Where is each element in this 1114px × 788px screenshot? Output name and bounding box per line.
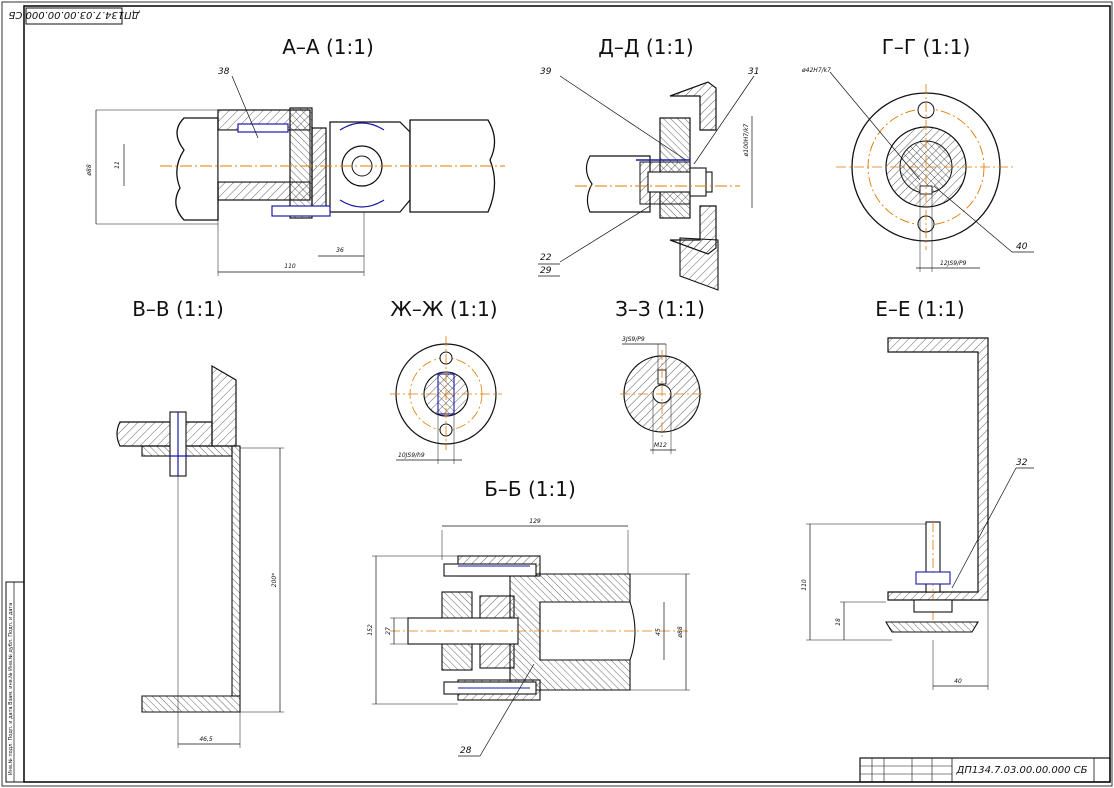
bb-dim-5: 27	[385, 627, 392, 635]
section-gg-title: Г–Г (1:1)	[882, 35, 971, 59]
bb-dim-2: ø88	[677, 626, 684, 638]
code-stamp-text: ДП134.7.03.00.00.000 СБ	[8, 9, 140, 20]
gg-dim-1: ø42H7/k7	[801, 67, 831, 74]
side-strip: Инв.№ подл. Подп. и дата Взам. инв.№ Инв…	[5, 581, 25, 783]
dd-ref-2: 31	[748, 67, 759, 77]
title-block: ДП134.7.03.00.00.000 СБ	[859, 757, 1111, 783]
section-zz-title: З–З (1:1)	[615, 297, 705, 321]
aa-dim-3: 110	[284, 263, 296, 270]
section-aa: А–А (1:1) ø88 11 110 36 38	[86, 35, 505, 276]
ee-dim-3: 40	[954, 678, 962, 685]
bb-dim-4: 152	[367, 624, 374, 636]
section-zz: З–З (1:1) 3JS9/P9 M12	[615, 297, 705, 454]
section-bb: Б–Б (1:1) 129 ø88 45 152 27 28	[367, 477, 690, 757]
aa-dim-2: 11	[114, 161, 121, 169]
dd-dim-1: ø100H7/k7	[743, 123, 750, 157]
title-block-code: ДП134.7.03.00.00.000 СБ	[956, 765, 1088, 776]
bb-dim-3: 45	[655, 628, 662, 636]
zz-dim-1: 3JS9/P9	[622, 336, 645, 343]
section-ee: Е–Е (1:1) 110 18 40 32	[801, 297, 1034, 690]
ee-dim-1: 110	[801, 579, 808, 591]
section-zhzh-title: Ж–Ж (1:1)	[390, 297, 497, 321]
zz-dim-2: M12	[654, 442, 667, 449]
section-aa-title: А–А (1:1)	[282, 35, 374, 59]
ee-dim-2: 18	[835, 618, 842, 626]
gg-dim-2: 12JS9/P9	[940, 260, 967, 267]
zhzh-dim-1: 10JS9/h9	[398, 452, 425, 459]
inner-frame	[23, 5, 1111, 783]
vv-dim-1: 200*	[271, 573, 278, 587]
section-ee-title: Е–Е (1:1)	[875, 297, 964, 321]
section-gg: Г–Г (1:1) ø42H7/k7 12JS9/P9 40	[801, 35, 1034, 272]
section-zhzh: Ж–Ж (1:1) 10JS9/h9	[390, 297, 502, 464]
aa-ref-1: 38	[218, 67, 230, 77]
gg-ref-1: 40	[1016, 242, 1028, 252]
side-strip-text: Инв.№ подл. Подп. и дата Взам. инв.№ Инв…	[8, 603, 14, 775]
code-stamp: ДП134.7.03.00.00.000 СБ	[8, 7, 140, 25]
section-bb-title: Б–Б (1:1)	[484, 477, 576, 501]
section-vv-title: В–В (1:1)	[132, 297, 224, 321]
dd-ref-4: 29	[540, 266, 552, 276]
aa-dim-1: ø88	[86, 164, 93, 176]
bb-ref-1: 28	[460, 746, 472, 756]
section-dd: Д–Д (1:1) ø100H7/k7 39 31 22 29	[538, 35, 759, 291]
vv-dim-2: 46,5	[199, 736, 213, 743]
dd-ref-3: 22	[540, 253, 552, 263]
bb-dim-1: 129	[529, 518, 541, 525]
section-vv: В–В (1:1) 200* 46,5	[116, 297, 284, 748]
dd-ref-1: 39	[540, 67, 552, 77]
ee-ref-1: 32	[1016, 458, 1028, 468]
aa-dim-4: 36	[336, 247, 344, 254]
section-dd-title: Д–Д (1:1)	[598, 35, 693, 59]
